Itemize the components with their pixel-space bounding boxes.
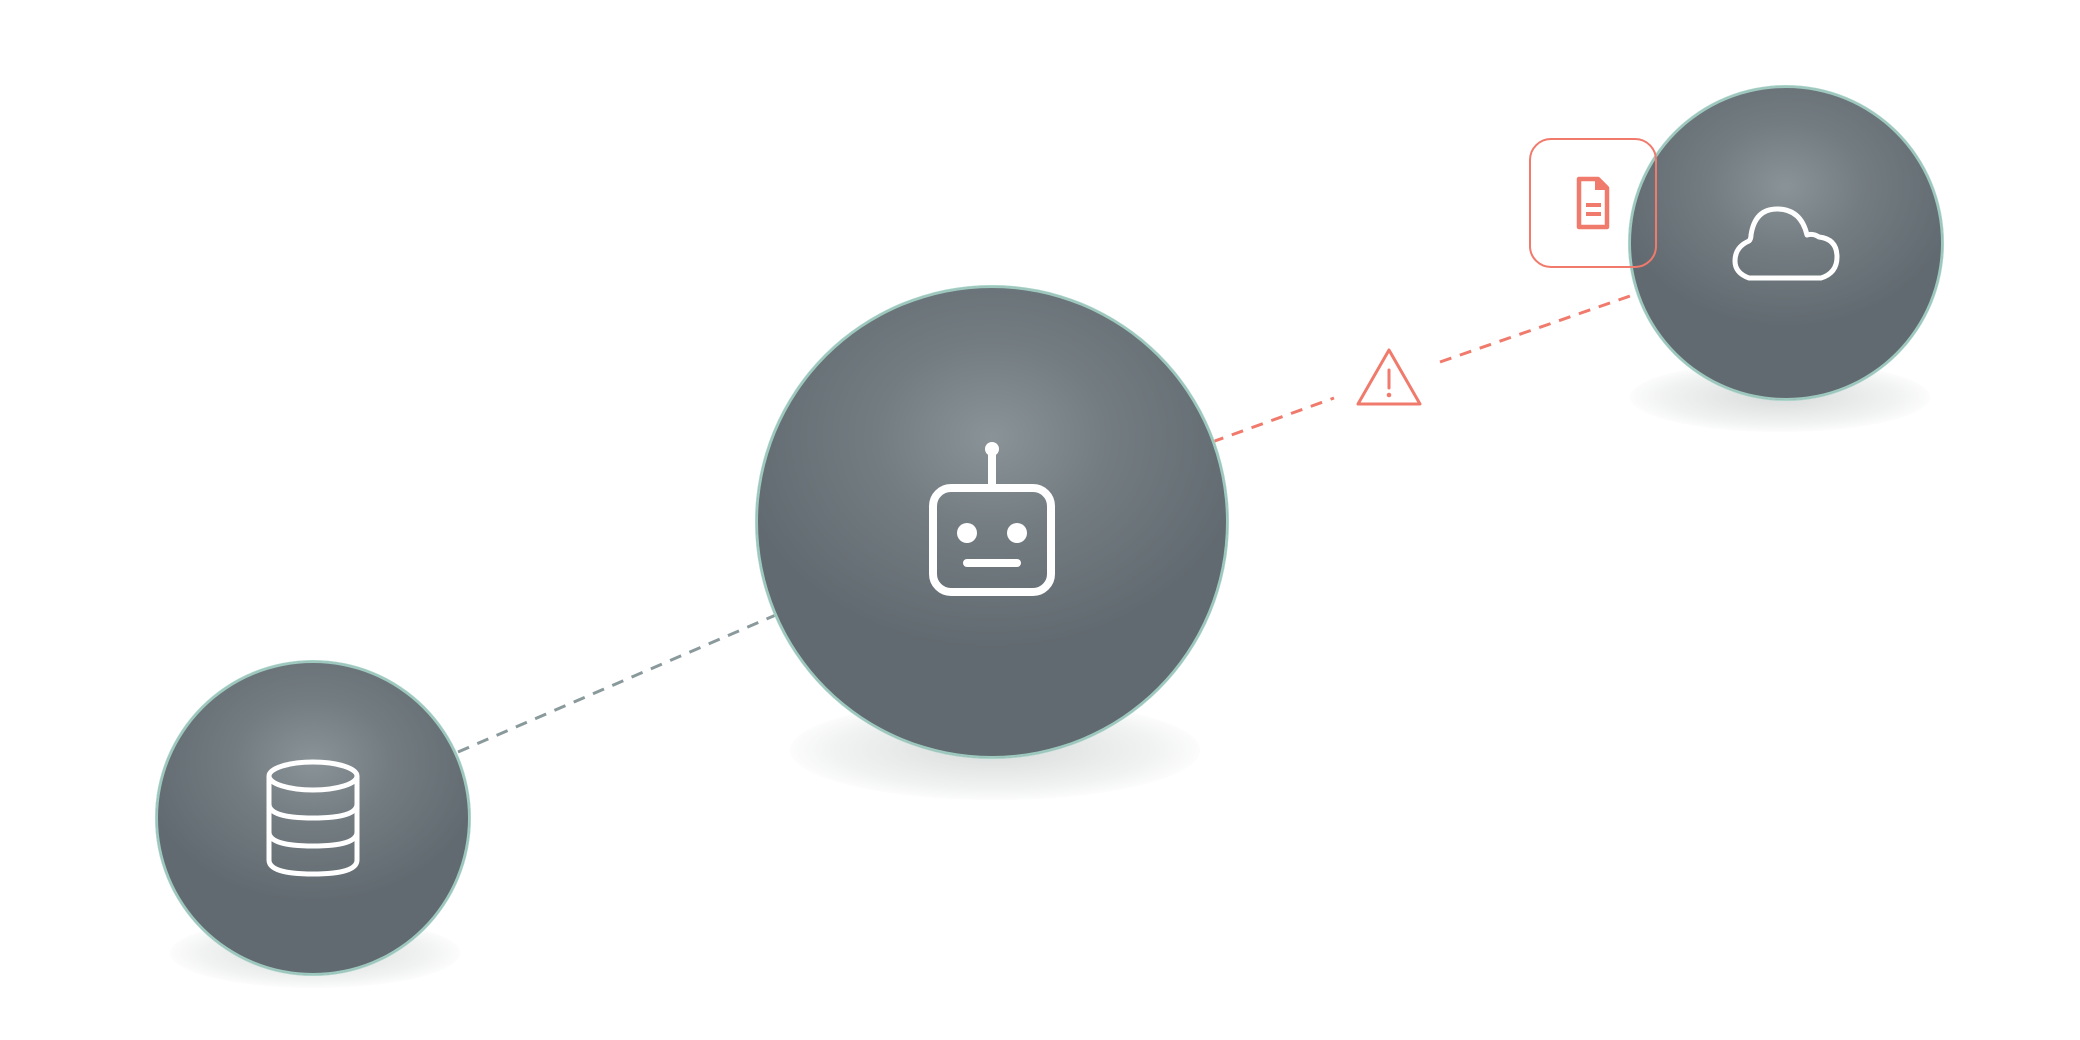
database-node[interactable]: [156, 661, 470, 975]
warning-icon[interactable]: [1354, 346, 1424, 408]
cloud-node[interactable]: [1629, 86, 1943, 400]
agent-node[interactable]: [756, 286, 1228, 758]
document-icon: [1576, 176, 1610, 230]
link-agent-cloud-segment-2: [1439, 294, 1631, 364]
robot-icon: [929, 441, 1055, 596]
link-agent-cloud-segment-1: [1211, 396, 1335, 444]
link-database-agent: [457, 612, 779, 754]
document-badge[interactable]: [1529, 138, 1657, 268]
database-icon: [266, 759, 360, 877]
cloud-icon: [1732, 206, 1840, 281]
